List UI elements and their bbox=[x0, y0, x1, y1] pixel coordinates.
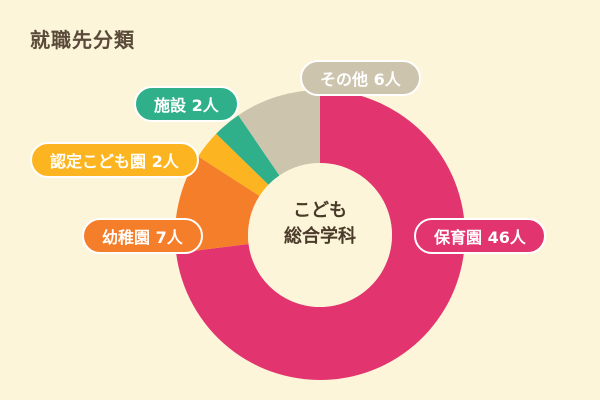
data-label-sonota: その他 6人 bbox=[300, 60, 421, 96]
donut-hole bbox=[248, 163, 392, 307]
data-label-shisetsu: 施設 2人 bbox=[134, 86, 239, 122]
slice-sonota bbox=[238, 90, 320, 176]
data-label-nintei: 認定こども園 2人 bbox=[30, 142, 199, 178]
slice-shisetsu bbox=[216, 115, 280, 185]
data-label-youchien: 幼稚園 7人 bbox=[82, 218, 203, 254]
data-label-hoikuen: 保育園 46人 bbox=[414, 218, 546, 254]
center-label-line2: 総合学科 bbox=[284, 226, 356, 247]
chart-title: 就職先分類 bbox=[30, 28, 135, 52]
slice-nintei bbox=[198, 133, 269, 196]
center-label-line1: こども bbox=[293, 200, 347, 221]
center-label: こども 総合学科 bbox=[240, 198, 400, 250]
slice-hoikuen bbox=[176, 90, 466, 381]
